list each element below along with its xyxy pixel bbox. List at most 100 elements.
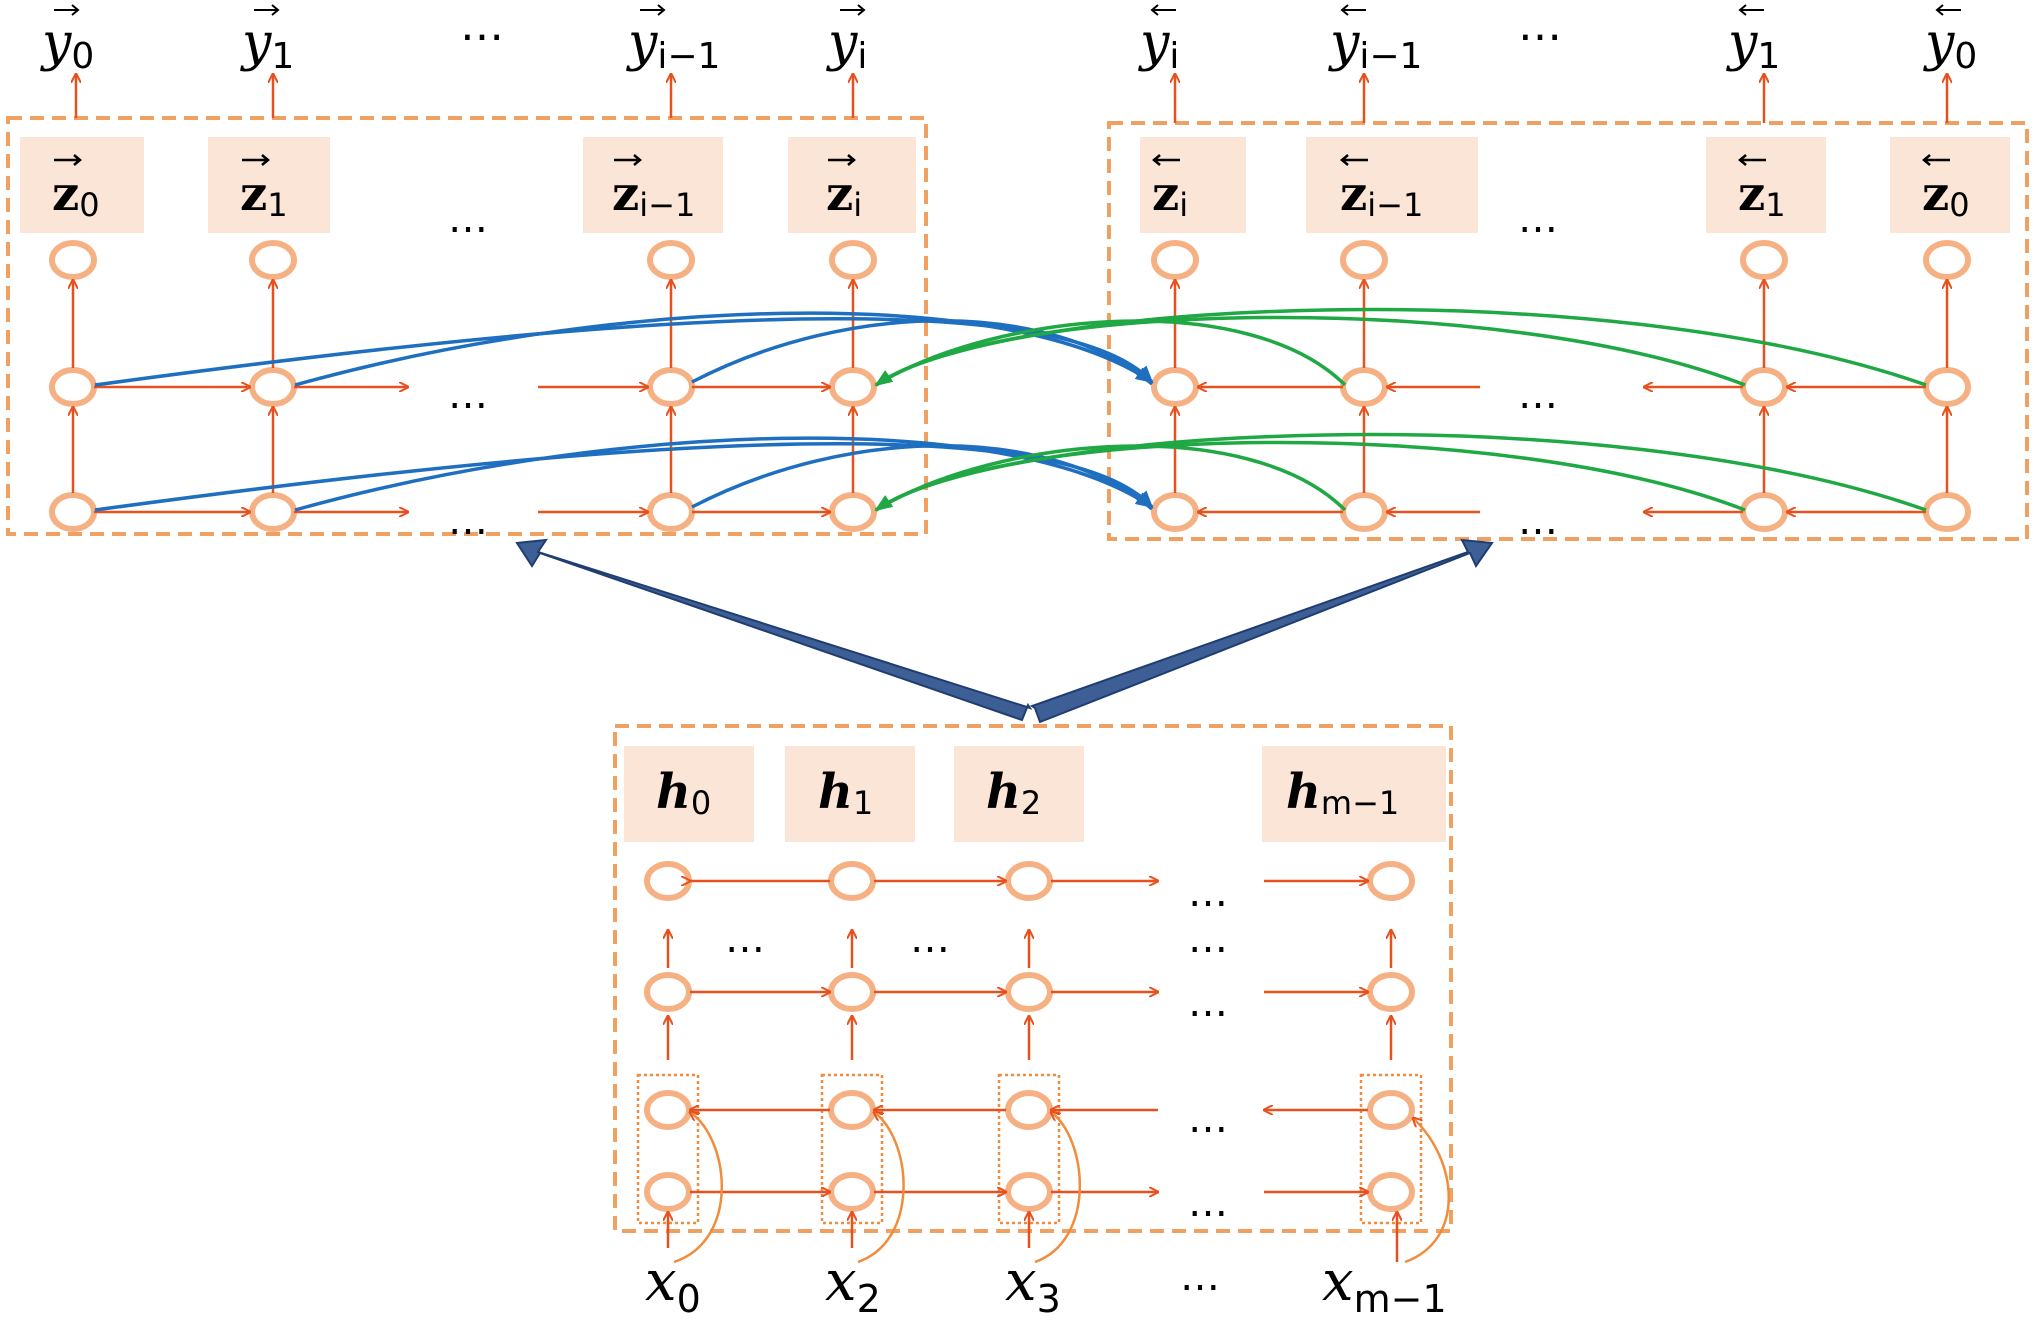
label-bg (954, 746, 1084, 842)
output-subscript: i (1169, 36, 1179, 77)
rnn-node (1740, 492, 1788, 532)
label-bg (1706, 137, 1826, 233)
encoder-nodes (644, 861, 1415, 1212)
rnn-node (1005, 1172, 1053, 1212)
encoder-input-labels: x0 x2 x3 xm−1 (645, 1249, 1447, 1321)
rnn-node (49, 367, 97, 407)
hidden-subscript: m−1 (1321, 784, 1399, 822)
rnn-node (1367, 861, 1415, 901)
svg-text:yi−1: yi−1 (626, 13, 720, 77)
rnn-node (1740, 240, 1788, 280)
rnn-node (249, 240, 297, 280)
rnn-node (1923, 367, 1971, 407)
backward-decoder-box (1107, 121, 2029, 541)
svg-text:zi: zi (826, 166, 862, 224)
svg-text:z0: z0 (52, 166, 100, 224)
input-label: x (1005, 1249, 1037, 1314)
state-label: z (52, 166, 79, 222)
output-label: y (1328, 13, 1360, 73)
big-arrow-left (515, 538, 1033, 722)
svg-text:y0: y0 (40, 13, 94, 77)
ellipsis: … (1188, 870, 1228, 916)
output-label: y (40, 13, 72, 73)
svg-text:h2: h2 (986, 764, 1041, 822)
rnn-node (1005, 1090, 1053, 1130)
encoder-ellipses: … … … … … … … … (725, 870, 1228, 1300)
rnn-node (644, 861, 692, 901)
output-subscript: 1 (1757, 36, 1780, 77)
state-label: z (240, 166, 267, 222)
ellipsis: … (460, 0, 504, 51)
hidden-subscript: 2 (1021, 784, 1041, 822)
backward-output-arrows (1175, 74, 1947, 123)
forward-vertical-arrows (73, 280, 853, 493)
backward-nodes (1151, 240, 1971, 532)
label-bg (583, 137, 723, 233)
green-backward-to-forward-arrows (874, 307, 1927, 512)
ellipsis: … (1188, 980, 1228, 1026)
backward-output-labels: yi yi−1 … y1 y0 (1138, 0, 1977, 77)
svg-text:z0: z0 (1922, 166, 1970, 224)
hidden-subscript: 0 (691, 784, 711, 822)
state-label: z (1152, 166, 1179, 222)
svg-text:y1: y1 (240, 13, 294, 77)
ellipsis: … (910, 916, 950, 962)
label-bg (785, 746, 915, 842)
label-bg (1262, 746, 1446, 842)
hidden-label: h (818, 764, 853, 820)
state-label: z (826, 166, 853, 222)
output-subscript: i−1 (1359, 36, 1422, 77)
ellipsis: … (1188, 1180, 1228, 1226)
output-label: y (1923, 13, 1955, 73)
forward-output-labels: y0 y1 … yi−1 yi (40, 0, 867, 77)
input-subscript: 0 (677, 1277, 701, 1321)
output-subscript: 1 (271, 36, 294, 77)
svg-text:yi: yi (826, 13, 867, 77)
rnn-node (1005, 972, 1053, 1012)
forward-horizontal-arrows (94, 387, 830, 512)
svg-text:yi: yi (1138, 13, 1179, 77)
rnn-node (1151, 367, 1199, 407)
svg-text:z1: z1 (240, 166, 288, 224)
label-bg (1890, 137, 2010, 233)
ellipsis: … (1518, 0, 1562, 51)
ellipsis: … (1180, 1254, 1220, 1300)
rnn-node (1367, 1090, 1415, 1130)
svg-text:yi−1: yi−1 (1328, 13, 1422, 77)
hidden-label: h (986, 764, 1021, 820)
rnn-node (828, 972, 876, 1012)
rnn-node (1367, 972, 1415, 1012)
rnn-node (644, 972, 692, 1012)
ellipsis: … (448, 196, 488, 242)
output-subscript: i−1 (657, 36, 720, 77)
backward-horizontal-arrows (1198, 387, 1926, 512)
rnn-node (829, 240, 877, 280)
state-subscript: 0 (1949, 186, 1969, 224)
ellipsis: … (1188, 1096, 1228, 1142)
input-label: x (1322, 1249, 1354, 1314)
blue-forward-to-backward-arrows (94, 311, 1154, 512)
state-subscript: 1 (1765, 186, 1785, 224)
svg-text:hm−1: hm−1 (1286, 764, 1399, 822)
input-subscript: 2 (857, 1277, 881, 1321)
backward-state-labels: zi zi−1 … z1 z0 (1152, 154, 1970, 242)
svg-text:zi−1: zi−1 (612, 166, 695, 224)
ellipsis: … (1518, 372, 1558, 418)
label-bg (624, 746, 754, 842)
rnn-node (829, 492, 877, 532)
rnn-node (1923, 492, 1971, 532)
rnn-node (49, 492, 97, 532)
encoder-input-curves (673, 1112, 1450, 1264)
encoder-column-groups (636, 1073, 1423, 1225)
encoder-hidden-labels: h0 h1 h2 hm−1 (656, 764, 1399, 822)
ellipsis: … (1518, 498, 1558, 544)
state-label: z (1738, 166, 1765, 222)
state-subscript: 0 (79, 186, 99, 224)
rnn-node (1151, 240, 1199, 280)
ellipsis: … (1518, 196, 1558, 242)
state-subscript: i−1 (639, 186, 695, 224)
svg-text:y0: y0 (1923, 13, 1977, 77)
encoder-to-decoder-arrows (515, 538, 1494, 724)
output-label: y (826, 13, 858, 73)
